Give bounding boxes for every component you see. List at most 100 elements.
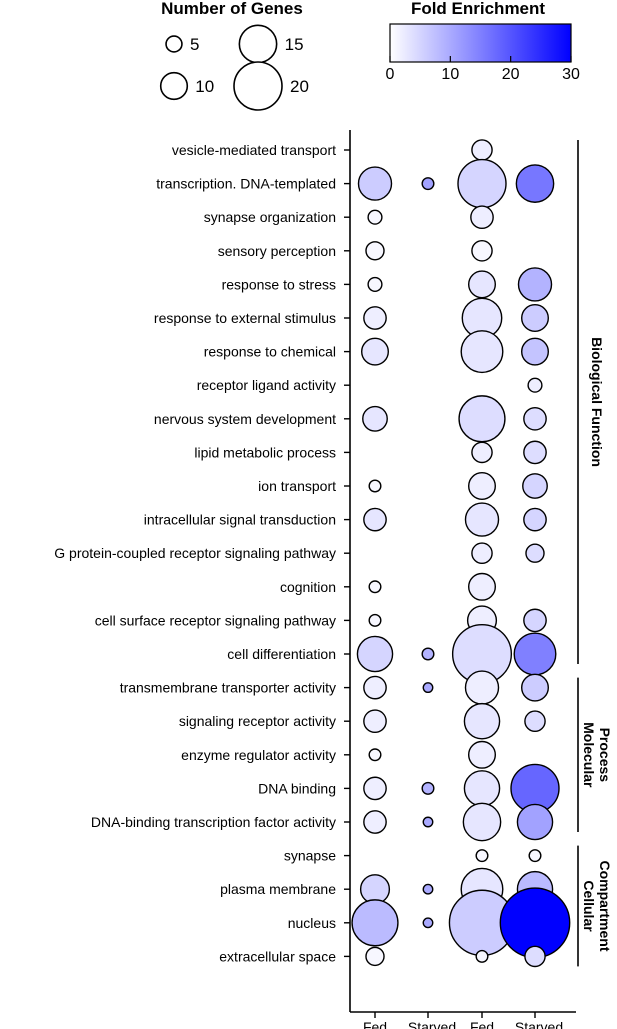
term-labels: vesicle-mediated transport transcription.… [54,142,336,964]
dot-dna-binding-transcription-factor-activity-0 [363,810,387,834]
dot-transmembrane-transporter-activity-2 [464,670,500,705]
color-legend-tick-label-20: 20 [502,66,520,83]
dot-dna-binding-0 [363,776,387,801]
dot-dna-binding-2 [463,770,501,807]
size-legend-circle-10 [159,71,189,101]
size-legend-label-20: 20 [290,77,309,96]
color-legend-tick-label-30: 30 [562,66,580,83]
dot-transmembrane-transporter-activity-0 [363,675,387,700]
term-label: synapse [284,848,336,864]
term-label: cognition [280,579,336,595]
dot-extracellular-space-3 [524,945,546,968]
dot-transmembrane-transporter-activity-3 [521,673,550,702]
dot-transcription-dna-templated-3 [515,164,555,203]
x-axis-ticks: Fed Starved Fed Starved [363,1012,563,1029]
term-label: nucleus [288,915,336,931]
dot-cell-surface-receptor-signaling-pathway-3 [523,608,547,633]
x-tick-label-starved: Starved [408,1019,456,1029]
dot-response-to-chemical-2 [460,330,504,374]
dot-response-to-chemical-0 [361,337,390,366]
size-legend-label-5: 5 [190,35,199,54]
dot-lipid-metabolic-process-3 [523,440,547,465]
color-legend-gradient-bar [389,23,572,63]
dot-response-to-external-stimulus-0 [363,306,387,330]
plot-frame [349,130,576,1013]
dot-cell-differentiation-1 [421,647,435,661]
color-legend-title: Fold Enrichment [411,0,545,18]
dot-dna-binding-1 [421,781,435,795]
dot-intracellular-signal-transduction-2 [464,502,500,537]
dot-synapse-organization-2 [470,205,494,230]
term-label: transmembrane transporter activity [120,680,336,696]
size-legend: Number of Genes 5 15 10 20 [159,0,309,111]
dot-signaling-receptor-activity-3 [524,710,546,732]
dot-signaling-receptor-activity-0 [363,709,387,734]
dot-response-to-external-stimulus-3 [521,304,550,333]
term-label: response to external stimulus [154,310,336,326]
category-label: Compartment [597,860,613,951]
dot-cell-differentiation-0 [356,635,394,673]
dot-enzyme-regulator-activity-2 [468,740,497,769]
term-label: plasma membrane [220,881,336,897]
dot-dna-binding-transcription-factor-activity-2 [462,802,502,842]
dot-nucleus-1 [422,917,434,929]
term-label: signaling receptor activity [179,713,336,729]
category-label: Process [597,728,613,783]
y-axis-ticks [344,149,350,958]
dots [351,139,571,968]
x-tick-label-fed: Fed [470,1019,494,1029]
dot-dna-binding-transcription-factor-activity-1 [422,816,434,828]
dot-vesicle-mediated-transport-2 [471,139,493,161]
x-tick-label-starved: Starved [515,1019,563,1029]
size-legend-circle-20 [233,61,283,111]
dot-nervous-system-development-3 [523,406,547,431]
dot-lipid-metabolic-process-2 [471,441,493,464]
dot-ion-transport-3 [522,473,548,499]
x-tick-label-fed: Fed [363,1019,387,1029]
term-label: response to stress [222,276,336,292]
dot-signaling-receptor-activity-2 [463,702,501,740]
term-label: ion transport [258,478,336,494]
dot-sensory-perception-2 [471,240,493,262]
dot-plasma-membrane-1 [422,883,434,895]
dot-g-protein-coupled-receptor-signaling-pathway-3 [525,543,545,563]
term-label: lipid metabolic process [194,444,336,460]
dot-transcription-dna-templated-2 [457,158,507,209]
dot-response-to-stress-2 [468,270,497,299]
dot-synapse-3 [528,849,542,863]
term-label: receptor ligand activity [197,377,336,393]
size-legend-circle-15 [238,24,278,64]
size-legend-label-15: 15 [285,35,304,54]
dot-transmembrane-transporter-activity-1 [422,682,434,694]
dot-cell-differentiation-3 [513,632,557,676]
dot-synapse-organization-0 [367,209,383,225]
category-label: Biological Function [589,337,605,467]
category-label: Cellular [581,880,597,932]
dot-extracellular-space-2 [475,949,489,963]
color-legend-tick-label-0: 0 [386,66,395,83]
dot-cognition-2 [468,572,497,601]
term-label: intracellular signal transduction [144,512,336,528]
term-label: DNA binding [258,780,336,796]
dot-cell-surface-receptor-signaling-pathway-0 [368,613,382,627]
term-label: synapse organization [204,209,336,225]
term-label: vesicle-mediated transport [172,142,336,158]
dot-dna-binding-transcription-factor-activity-3 [516,803,554,841]
dot-cognition-0 [368,580,382,594]
term-label: cell differentiation [227,646,336,662]
dot-ion-transport-0 [368,479,382,493]
dot-synapse-2 [475,849,489,863]
dot-transcription-dna-templated-1 [421,177,435,191]
dot-ion-transport-2 [468,472,497,501]
dot-extracellular-space-0 [365,946,385,967]
size-legend-label-10: 10 [195,77,214,96]
dot-nucleus-0 [351,899,399,947]
term-label: transcription. DNA-templated [156,176,336,192]
size-legend-title: Number of Genes [161,0,303,18]
dot-intracellular-signal-transduction-3 [523,507,547,532]
term-label: enzyme regulator activity [181,747,336,763]
dot-nervous-system-development-0 [362,405,388,432]
term-label: extracellular space [219,948,336,964]
term-label: G protein-coupled receptor signaling pat… [54,545,336,561]
